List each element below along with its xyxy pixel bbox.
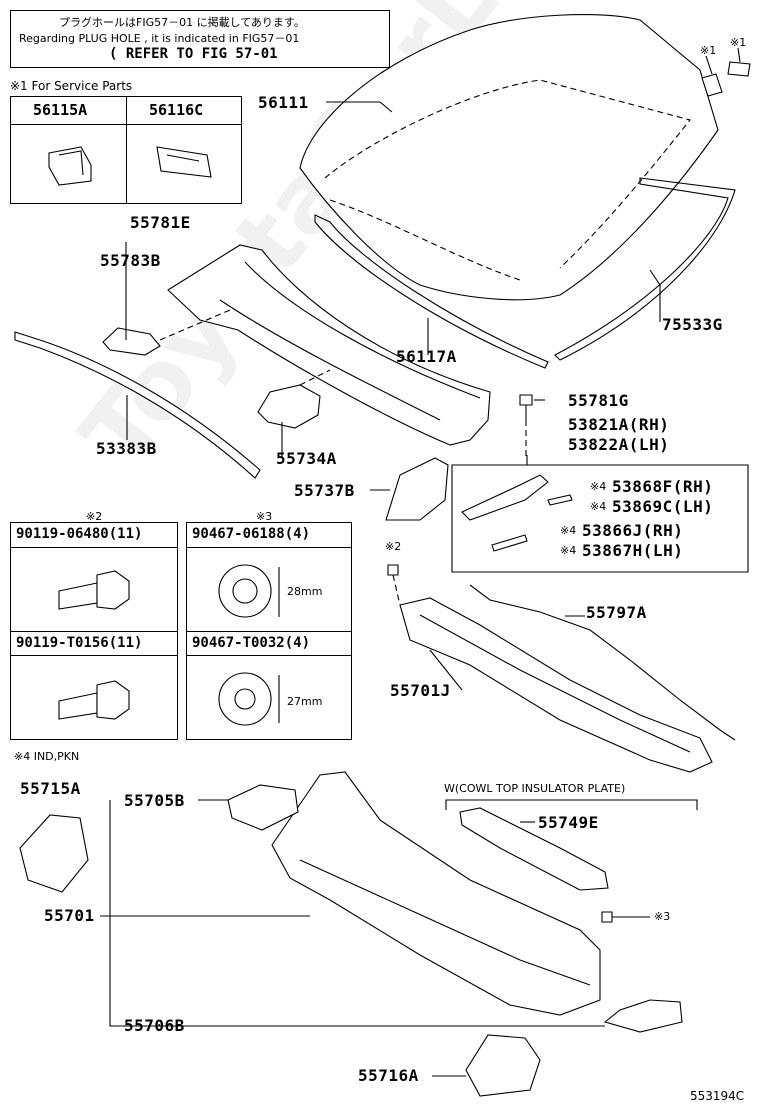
fastener-part-90467-06188: 90467-06188(4) <box>192 526 311 542</box>
label-75533g: 75533G <box>662 315 723 334</box>
bracket-55715a-drawing <box>19 814 89 893</box>
label-55701j: 55701J <box>390 681 451 700</box>
header-note-refer: ( REFER TO FIG 57-01 <box>109 46 278 62</box>
bracket-55705b-drawing <box>227 784 299 831</box>
fastener-dim-28mm: 28mm <box>287 585 323 598</box>
label-55716a: 55716A <box>358 1066 419 1085</box>
seal-53869c-drawing <box>547 494 573 506</box>
seal-53866j-drawing <box>491 534 528 552</box>
service-parts-header-rule <box>11 124 241 125</box>
fastener-rule-1 <box>11 547 177 548</box>
bolt-drawings <box>58 570 130 720</box>
figure-code: 553194C <box>690 1089 745 1103</box>
header-note-jp: プラグホールはFIG57－01 に掲載してあります。 <box>59 16 305 29</box>
label-55737b: 55737B <box>294 481 355 500</box>
label-55781g: 55781G <box>568 391 629 410</box>
label-53383b: 53383B <box>96 439 157 458</box>
bracket-55737b-drawing <box>385 457 449 521</box>
label-55734a: 55734A <box>276 449 337 468</box>
clip-56116c-drawing <box>727 61 751 77</box>
bracket-55706b-drawing <box>603 999 683 1033</box>
mark-3-clip: ※3 <box>654 910 671 923</box>
label-55705b: 55705B <box>124 791 185 810</box>
header-note-en: Regarding PLUG HOLE , it is indicated in… <box>19 32 300 45</box>
fastener-rule-4 <box>187 547 351 548</box>
moulding-drawing <box>554 177 736 361</box>
label-55781e: 55781E <box>130 213 191 232</box>
label-55749e: 55749E <box>538 813 599 832</box>
fastener-rule-3 <box>11 655 177 656</box>
fastener-dim-27mm: 27mm <box>287 695 323 708</box>
fastener-box-left: 90119-06480(11) 90119-T0156(11) <box>10 522 178 740</box>
clip-56115a-drawing <box>701 73 723 97</box>
label-53822a: 53822A(LH) <box>568 435 670 454</box>
fastener-part-90467-t0032: 90467-T0032(4) <box>192 635 311 651</box>
mark-4-b: ※4 <box>590 500 607 513</box>
seal-53868f-drawing <box>461 474 549 521</box>
mark-2-bolt: ※2 <box>385 540 402 553</box>
cowl-panel-55701j-drawing <box>399 597 713 773</box>
mark-1-a: ※1 <box>700 44 717 57</box>
label-55701: 55701 <box>44 906 95 925</box>
group-box-53821a <box>451 464 749 573</box>
fastener-part-90119-06480: 90119-06480(11) <box>16 526 143 542</box>
fastener-rule-5 <box>187 631 351 632</box>
fastener-part-90119-t0156: 90119-T0156(11) <box>16 635 143 651</box>
insulator-55749e-drawing <box>459 807 609 891</box>
label-53868f: 53868F(RH) <box>612 477 714 496</box>
label-56117a: 56117A <box>396 347 457 366</box>
cowl-insulator-note: W(COWL TOP INSULATOR PLATE) <box>444 782 626 795</box>
service-parts-divider <box>126 97 127 203</box>
clip-55783b-drawing <box>102 327 161 356</box>
header-note-box: プラグホールはFIG57－01 に掲載してあります。 Regarding PLU… <box>10 10 390 68</box>
bolt-mark2-drawing <box>387 564 399 576</box>
dash-panel-55701-drawing <box>271 771 601 1016</box>
ind-note: ※4 IND,PKN <box>14 750 80 763</box>
label-53821a: 53821A(RH) <box>568 415 670 434</box>
mark-1-b: ※1 <box>730 36 747 49</box>
fastener-rule-6 <box>187 655 351 656</box>
label-55783b: 55783B <box>100 251 161 270</box>
hood-seal-drawing <box>14 331 261 479</box>
clip-mark3-drawing <box>601 911 613 923</box>
label-56111: 56111 <box>258 93 309 112</box>
service-part-56115a: 56115A <box>33 101 88 119</box>
mark-2: ※2 <box>86 510 103 523</box>
wire-55797a-drawing <box>469 584 736 741</box>
label-55797a: 55797A <box>586 603 647 622</box>
label-53869c: 53869C(LH) <box>612 497 714 516</box>
cowl-louver-drawing <box>167 244 491 446</box>
bolt-55781g-drawing <box>519 394 533 406</box>
label-55706b: 55706B <box>124 1016 185 1035</box>
windshield-glass-drawing <box>299 14 719 301</box>
mark-4-a: ※4 <box>590 480 607 493</box>
label-53867h: 53867H(LH) <box>582 541 684 560</box>
mark-4-c: ※4 <box>560 524 577 537</box>
service-part-56116c: 56116C <box>149 101 204 119</box>
insulator-plate-bracket <box>445 799 698 810</box>
leader-lines <box>100 101 661 1077</box>
service-parts-table: 56115A 56116C <box>10 96 242 204</box>
bracket-55734a-drawing <box>257 384 321 429</box>
service-parts-title: ※1 For Service Parts <box>10 79 133 93</box>
fastener-rule-2 <box>11 631 177 632</box>
bracket-55716a-drawing <box>465 1034 541 1097</box>
clip-drawings <box>218 564 280 726</box>
label-55715a: 55715A <box>20 779 81 798</box>
service-parts-drawings <box>48 146 212 186</box>
seal-drawing <box>314 214 549 369</box>
fastener-box-right: 90467-06188(4) 90467-T0032(4) 28mm 27mm <box>186 522 352 740</box>
mark-3: ※3 <box>256 510 273 523</box>
label-53866j: 53866J(RH) <box>582 521 684 540</box>
mark-4-d: ※4 <box>560 544 577 557</box>
